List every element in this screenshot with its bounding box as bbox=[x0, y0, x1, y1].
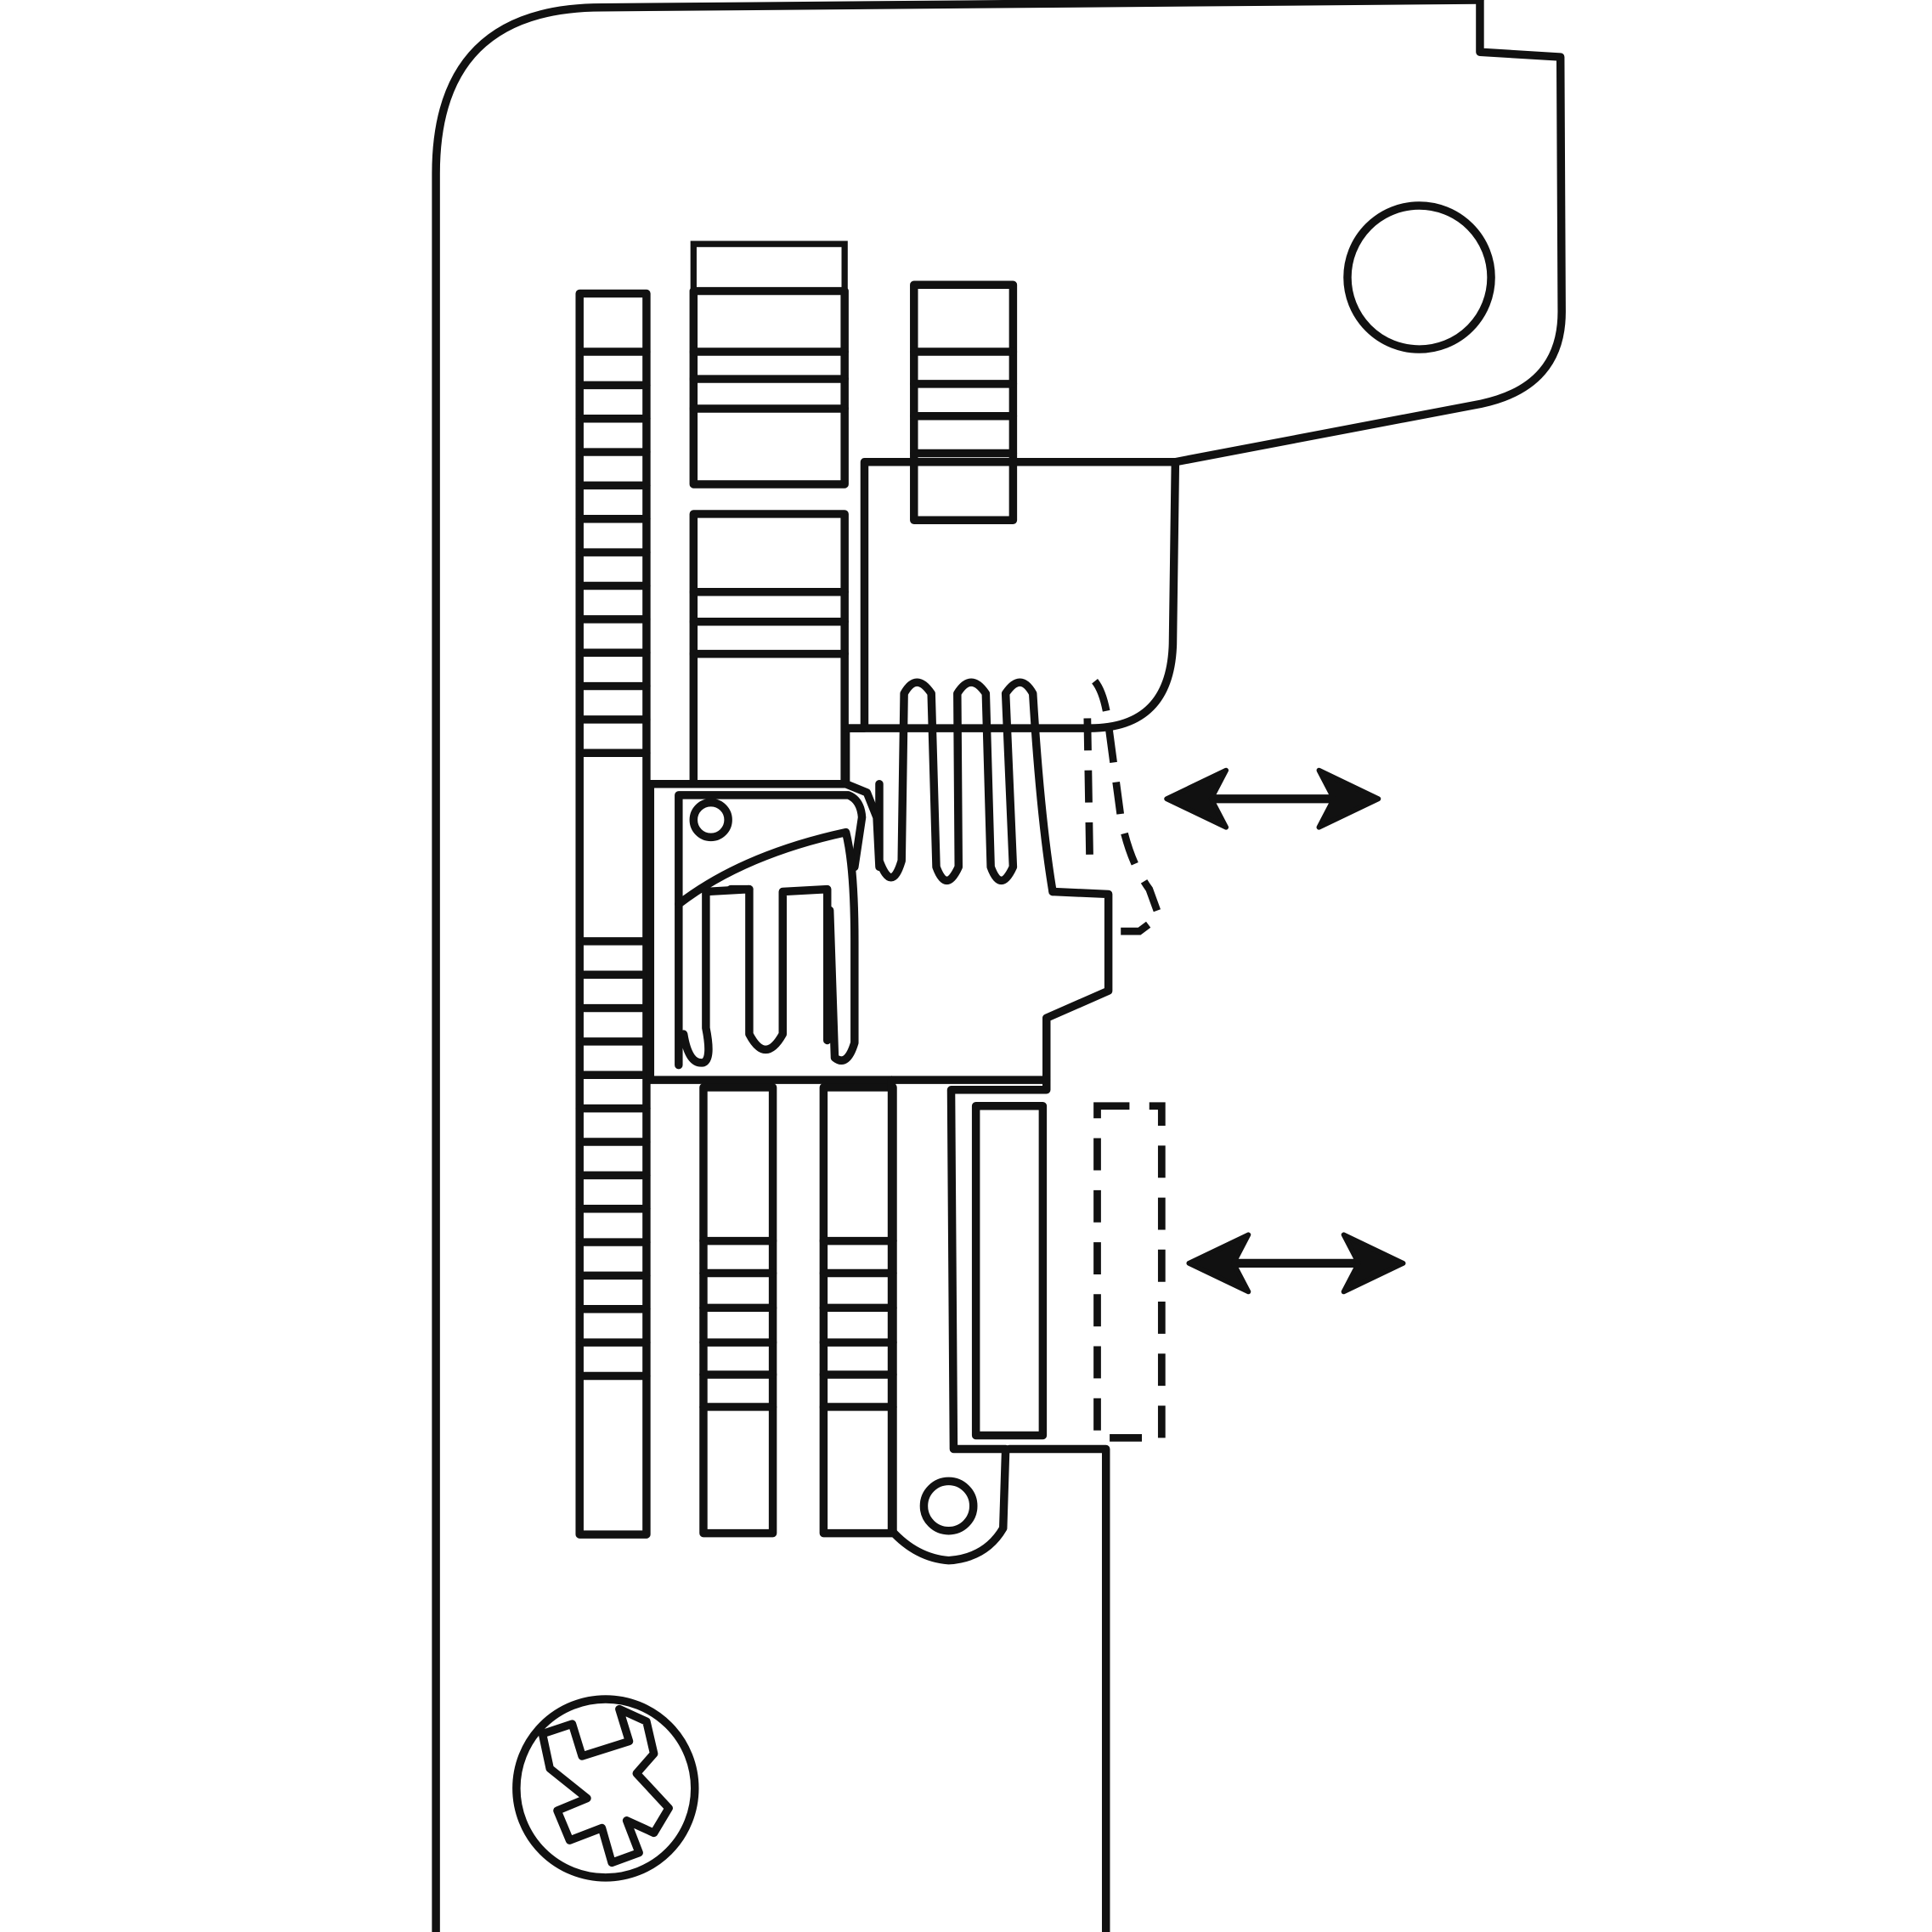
needle-block bbox=[646, 779, 896, 1084]
mounting-hole bbox=[1343, 201, 1495, 353]
double-arrow-icon bbox=[1164, 767, 1381, 830]
lower-insert bbox=[887, 1076, 1051, 1565]
upper-feed-slot-c bbox=[910, 280, 1018, 524]
lower-feed-slot-a bbox=[699, 1083, 777, 1538]
upper-insert bbox=[841, 457, 1180, 1084]
upper-feed-slot-b bbox=[689, 510, 849, 788]
double-arrow-icon bbox=[1186, 1232, 1406, 1295]
left-feed-slot bbox=[575, 289, 651, 1539]
lower-feed-slot-b bbox=[819, 1083, 897, 1538]
adjusted-position-lower bbox=[1093, 1102, 1166, 1442]
screw-icon bbox=[512, 1695, 699, 1882]
upper-feed-slot-a bbox=[689, 240, 849, 489]
adjusted-position-upper bbox=[1083, 679, 1164, 935]
